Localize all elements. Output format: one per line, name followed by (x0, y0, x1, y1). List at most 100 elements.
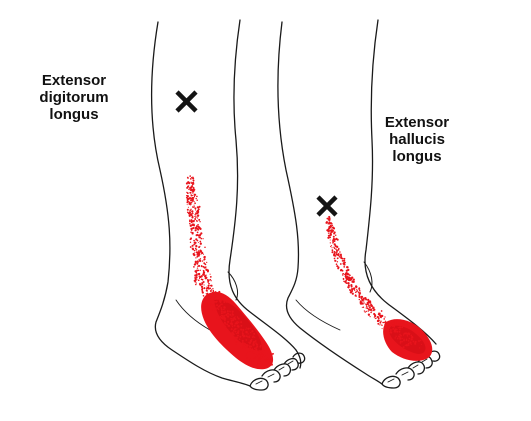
pain-stipple-dot (195, 238, 198, 241)
left-toe-5 (292, 352, 306, 364)
pain-stipple-dot (234, 316, 236, 318)
pain-stipple-dot (197, 265, 199, 267)
pain-stipple-dot (199, 258, 202, 260)
pain-stipple-dot (405, 344, 408, 347)
left-toe-2 (261, 369, 281, 383)
pain-stipple-dot (209, 290, 212, 292)
pain-stipple-dot (362, 298, 365, 301)
pain-stipple-dot (393, 329, 396, 332)
pain-stipple-dot (383, 318, 386, 320)
pain-stipple-dot (234, 330, 237, 333)
pain-stipple-dot (187, 199, 190, 201)
pain-stipple-dot (252, 344, 254, 346)
pain-stipple-dot (193, 219, 195, 222)
pain-stipple-dot (381, 328, 383, 330)
pain-stipple-dot (331, 251, 334, 254)
pain-stipple-dot (226, 323, 229, 326)
pain-stipple-dot (200, 265, 203, 268)
pain-stipple-dot (384, 316, 386, 318)
pain-stipple-dot (215, 294, 218, 297)
pain-stipple-dot (196, 269, 199, 272)
pain-stipple-dot (331, 247, 333, 249)
pain-stipple-dot (388, 325, 391, 328)
pain-stipple-dot (193, 239, 195, 242)
pain-stipple-dot (398, 330, 401, 333)
pain-stipple-dot (329, 236, 332, 239)
pain-stipple-dot (188, 182, 191, 185)
pain-stipple-dot (327, 232, 329, 234)
pain-stipple-dot (194, 209, 197, 211)
pain-stipple-dot (389, 330, 391, 332)
pain-stipple-dot (199, 227, 202, 231)
pain-stipple-dot (373, 309, 376, 311)
pain-stipple-dot (356, 289, 358, 291)
pain-stipple-dot (407, 340, 410, 342)
pain-stipple-dot (231, 325, 234, 328)
pain-stipple-dot (367, 310, 369, 312)
pain-stipple-dot (360, 295, 364, 299)
pain-stipple-dot (363, 300, 365, 302)
pain-stipple-dot (250, 339, 253, 341)
x-mark-icon (175, 90, 198, 113)
pain-stipple-dot (197, 225, 200, 229)
pain-stipple-dot (226, 320, 230, 324)
pain-stipple-dot (189, 241, 192, 243)
pain-stipple-dot (363, 302, 365, 304)
pain-stipple-dot (234, 344, 237, 347)
pain-stipple-dot (267, 353, 269, 355)
pain-stipple-dot (373, 312, 376, 316)
pain-stipple-dot (330, 246, 332, 248)
pain-stipple-dot (223, 314, 226, 317)
pain-stipple-dot (393, 325, 396, 328)
pain-stipple-dot (341, 269, 344, 272)
pain-stipple-dot (260, 358, 262, 360)
pain-stipple-dot (237, 317, 239, 319)
left-dorsum-crease (175, 299, 211, 331)
pain-stipple-dot (202, 253, 205, 255)
pain-stipple-dot (368, 300, 372, 303)
pain-stipple-dot (261, 351, 264, 354)
pain-stipple-dot (189, 246, 192, 248)
pain-stipple-dot (212, 304, 215, 306)
left-leg-front-outline (150, 21, 251, 387)
pain-stipple-dot (332, 235, 335, 238)
pain-stipple-dot (343, 280, 345, 282)
pain-stipple-dot (204, 297, 206, 300)
pain-stipple-dot (327, 234, 330, 237)
pain-stipple-dot (190, 231, 192, 233)
pain-stipple-dot (257, 361, 260, 364)
pain-stipple-dot (349, 277, 353, 280)
pain-stipple-dot (194, 203, 196, 205)
pain-stipple-dot (192, 194, 194, 197)
pain-stipple-dot (368, 304, 370, 307)
pain-stipple-dot (377, 319, 380, 322)
pain-stipple-dot (380, 320, 382, 322)
pain-stipple-dot (204, 300, 207, 304)
pain-stipple-dot (201, 260, 204, 262)
pain-stipple-dot (208, 298, 211, 301)
pain-stipple-dot (208, 303, 211, 306)
pain-stipple-dot (199, 251, 201, 253)
pain-stipple-dot (349, 289, 352, 292)
pain-stipple-dot (208, 296, 210, 299)
pain-stipple-dot (336, 261, 339, 263)
pain-stipple-dot (379, 316, 382, 318)
pain-stipple-dot (339, 251, 341, 253)
pain-stipple-dot (231, 317, 233, 320)
pain-stipple-dot (264, 343, 267, 346)
pain-stipple-dot (329, 242, 331, 244)
pain-stipple-dot (398, 335, 401, 338)
pain-stipple-dot (331, 224, 334, 227)
pain-stipple-dot (245, 345, 248, 348)
pain-stipple-dot (190, 204, 192, 206)
pain-stipple-dot (210, 296, 212, 299)
pain-stipple-dot (357, 291, 360, 294)
pain-stipple-dot (381, 324, 383, 327)
pain-stipple-dot (247, 333, 249, 335)
pain-stipple-dot (216, 307, 219, 310)
pain-stipple-dot (363, 310, 366, 312)
pain-stipple-dot (336, 245, 338, 248)
pain-stipple-dot (399, 328, 401, 331)
pain-stipple-dot (335, 248, 337, 250)
